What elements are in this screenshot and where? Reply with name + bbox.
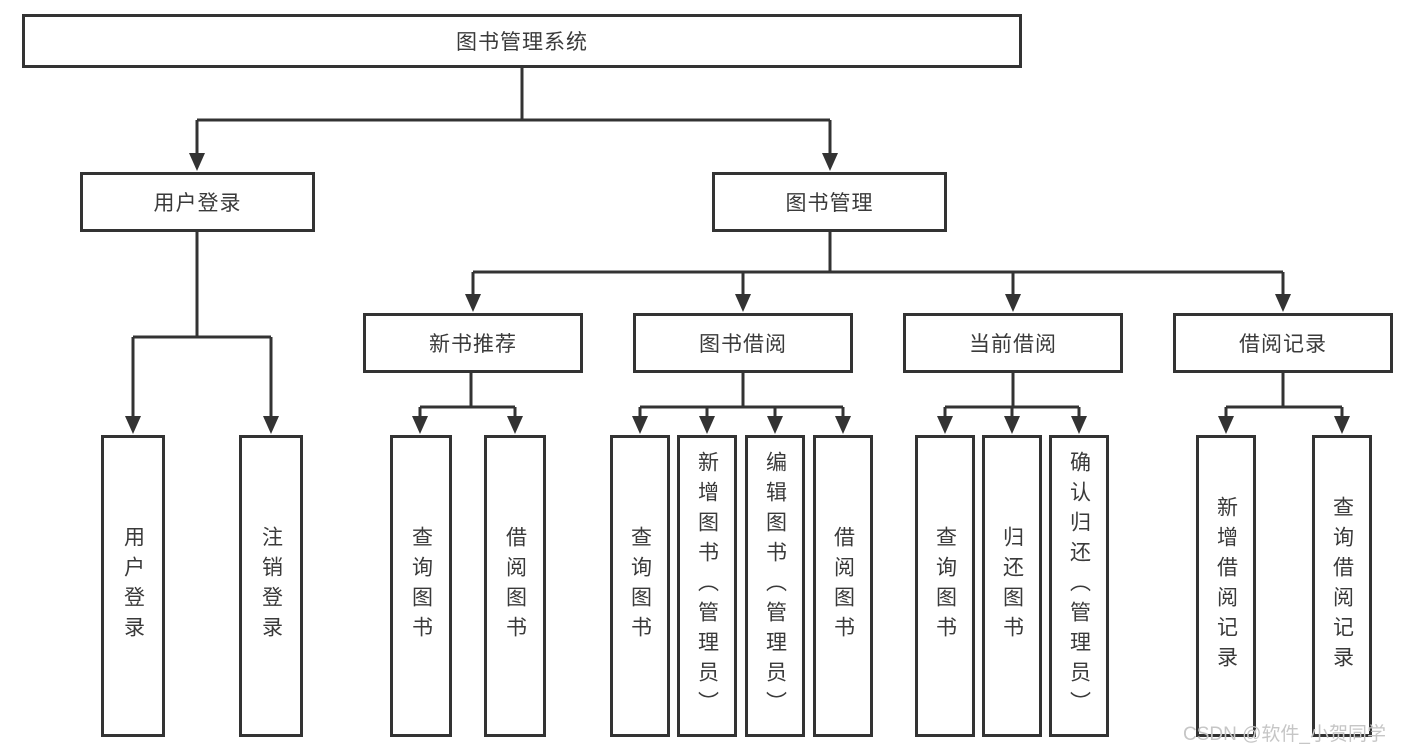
leaf-label: 归还图书 <box>1000 526 1024 646</box>
node-label: 新书推荐 <box>429 333 517 356</box>
node-label: 图书管理 <box>785 192 874 215</box>
node-library-management-system: 图书管理系统 <box>22 14 1022 68</box>
leaf-label: 借阅图书 <box>831 526 855 646</box>
leaf-cb-confirm-return-admin: 确认归还（管理员） <box>1049 435 1109 737</box>
leaf-label: 查询图书 <box>628 526 652 646</box>
leaf-bb-query-books: 查询图书 <box>610 435 670 737</box>
node-label: 图书管理系统 <box>456 31 588 54</box>
leaf-label: 确认归还（管理员） <box>1067 451 1091 721</box>
node-book-borrowing: 图书借阅 <box>633 313 853 373</box>
csdn-watermark: CSDN @软件_小贺同学 <box>1183 724 1386 745</box>
leaf-label: 新增借阅记录 <box>1214 496 1238 676</box>
leaf-bb-borrow-books: 借阅图书 <box>813 435 873 737</box>
leaf-cb-query-books: 查询图书 <box>915 435 975 737</box>
connector-path <box>131 68 1344 419</box>
node-user-login: 用户登录 <box>80 172 315 232</box>
node-new-book-recommend: 新书推荐 <box>363 313 583 373</box>
leaf-cb-return-books: 归还图书 <box>982 435 1042 737</box>
leaf-label: 注销登录 <box>259 526 283 646</box>
leaf-logout: 注销登录 <box>239 435 303 737</box>
node-book-management: 图书管理 <box>712 172 947 232</box>
leaf-label: 编辑图书（管理员） <box>763 451 787 721</box>
node-label: 图书借阅 <box>699 333 787 356</box>
leaf-br-query-record: 查询借阅记录 <box>1312 435 1372 737</box>
leaf-bb-add-books-admin: 新增图书（管理员） <box>677 435 737 737</box>
leaf-nbr-borrow-books: 借阅图书 <box>484 435 546 737</box>
node-borrow-records: 借阅记录 <box>1173 313 1393 373</box>
node-label: 当前借阅 <box>969 333 1057 356</box>
leaf-br-add-record: 新增借阅记录 <box>1196 435 1256 737</box>
leaf-label: 借阅图书 <box>503 526 527 646</box>
leaf-label: 用户登录 <box>121 526 145 646</box>
leaf-label: 查询图书 <box>409 526 433 646</box>
leaf-user-login: 用户登录 <box>101 435 165 737</box>
leaf-bb-edit-books-admin: 编辑图书（管理员） <box>745 435 805 737</box>
leaf-label: 新增图书（管理员） <box>695 451 719 721</box>
node-label: 借阅记录 <box>1239 333 1327 356</box>
leaf-label: 查询借阅记录 <box>1330 496 1354 676</box>
node-current-borrowing: 当前借阅 <box>903 313 1123 373</box>
leaf-label: 查询图书 <box>933 526 957 646</box>
leaf-nbr-query-books: 查询图书 <box>390 435 452 737</box>
node-label: 用户登录 <box>153 192 242 215</box>
